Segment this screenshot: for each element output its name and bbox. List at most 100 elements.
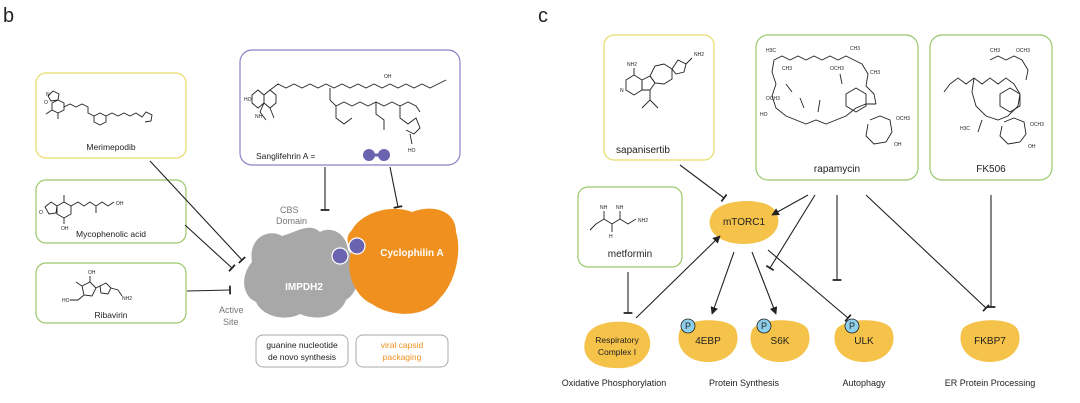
cyclophilin-protein bbox=[347, 208, 459, 314]
merimepodib-structure bbox=[45, 90, 153, 126]
mycophenolic-box: O OH OH Mycophenolic acid bbox=[35, 179, 187, 244]
sanglifehrin-label: Sanglifehrin A = bbox=[256, 151, 315, 161]
bound-drug-dot bbox=[331, 247, 349, 265]
sapanisertib-box: NH2 NH2 N sapanisertib bbox=[603, 34, 715, 161]
sanglifehrin-dot-right bbox=[378, 149, 390, 161]
atom-label: NH2 bbox=[694, 52, 704, 58]
phospho-4ebp: P bbox=[680, 318, 696, 334]
phospho-label: P bbox=[849, 321, 855, 331]
atom-label: CH3 bbox=[870, 70, 880, 76]
atom-label: HO bbox=[408, 148, 416, 154]
sanglifehrin-structure bbox=[251, 79, 447, 145]
inhibit-mycophenolic bbox=[184, 224, 236, 272]
inhibit-sapanisertib bbox=[679, 164, 728, 203]
atom-label: HO bbox=[62, 298, 70, 304]
atom-label: OCH3 bbox=[1030, 122, 1044, 128]
sanglifehrin-dot-left bbox=[363, 149, 375, 161]
atom-label: H3C bbox=[766, 48, 776, 54]
rapamycin-structure bbox=[771, 55, 893, 145]
atom-label: NH bbox=[616, 205, 624, 211]
phospho-ulk: P bbox=[844, 318, 860, 334]
guanine-label-2: de novo synthesis bbox=[268, 352, 336, 362]
inhibit-merimepodib bbox=[149, 160, 246, 264]
active-site-label-1: Active bbox=[219, 305, 244, 315]
arrow-complex-mtorc1 bbox=[635, 235, 721, 319]
arrow-mtorc1-s6k bbox=[751, 251, 778, 315]
active-site-label-2: Site bbox=[223, 317, 239, 327]
inhibit-rapamycin-ulk bbox=[765, 194, 816, 272]
panel-label-c: c bbox=[538, 5, 548, 27]
atom-label: OH bbox=[88, 270, 96, 276]
fkbp7-protein bbox=[960, 320, 1020, 362]
atom-label: OH bbox=[384, 74, 392, 80]
fk506-label: FK506 bbox=[976, 164, 1006, 175]
atom-label: O bbox=[44, 100, 48, 106]
respiratory-label-2: Complex I bbox=[598, 347, 636, 357]
atom-label: NH2 bbox=[627, 62, 637, 68]
panel-label-b: b bbox=[3, 5, 14, 27]
merimepodib-label: Merimepodib bbox=[86, 142, 135, 152]
merimepodib-box: N O Merimepodib bbox=[35, 72, 187, 159]
atom-label: NH2 bbox=[122, 296, 132, 302]
inhibit-cyclophilin bbox=[389, 166, 403, 209]
fk506-box: CH3 OCH3 H3C OCH3 OH FK506 bbox=[929, 34, 1053, 181]
cbs-label-2: Domain bbox=[276, 216, 307, 226]
cbs-label-1: CBS bbox=[280, 205, 299, 215]
inhibit-ribavirin bbox=[186, 285, 231, 295]
mycophenolic-structure bbox=[44, 195, 115, 224]
atom-label: NH2 bbox=[638, 218, 648, 224]
atom-label: NH bbox=[600, 205, 608, 211]
atom-label: CH3 bbox=[850, 46, 860, 52]
ulk-label: ULK bbox=[854, 336, 874, 347]
rapamycin-label: rapamycin bbox=[814, 164, 860, 175]
atom-label: OH bbox=[894, 142, 902, 148]
impdh2-label: IMPDH2 bbox=[285, 282, 323, 293]
phospho-s6k: P bbox=[756, 318, 772, 334]
process-oxidative: Oxidative Phosphorylation bbox=[562, 378, 667, 388]
respiratory-complex-protein bbox=[584, 321, 651, 369]
atom-label: CH3 bbox=[782, 66, 792, 72]
ribavirin-label: Ribavirin bbox=[94, 310, 127, 320]
atom-label: OCH3 bbox=[830, 66, 844, 72]
atom-label: HO bbox=[244, 97, 252, 103]
viral-label-1: viral capsid bbox=[381, 340, 424, 350]
rapamycin-box: H3C CH3 CH3 OCH3 CH3 OCH3 HO OCH3 OH rap… bbox=[755, 34, 919, 181]
fk506-structure bbox=[943, 55, 1029, 145]
cyclophilin-label: Cyclophilin A bbox=[380, 248, 444, 259]
arrow-mtorc1-4ebp bbox=[710, 251, 735, 315]
bound-drug-dot bbox=[348, 237, 366, 255]
atom-label: H3C bbox=[960, 126, 970, 132]
atom-label: OH bbox=[116, 201, 124, 207]
atom-label: NH bbox=[255, 114, 263, 120]
mycophenolic-label: Mycophenolic acid bbox=[76, 229, 146, 239]
sapanisertib-label: sapanisertib bbox=[616, 145, 670, 156]
atom-label: HO bbox=[760, 112, 768, 118]
mtorc1-protein bbox=[709, 200, 779, 244]
inhibit-mtorc1-ulk bbox=[767, 249, 852, 322]
atom-label: OCH3 bbox=[896, 116, 910, 122]
metformin-structure bbox=[589, 211, 637, 232]
fkbp7-label: FKBP7 bbox=[974, 336, 1006, 347]
atom-label: CH3 bbox=[990, 48, 1000, 54]
respiratory-label-1: Respiratory bbox=[595, 335, 639, 345]
mtorc1-label: mTORC1 bbox=[723, 217, 765, 228]
atom-label: O bbox=[39, 210, 43, 216]
atom-label: OH bbox=[61, 226, 69, 232]
process-er: ER Protein Processing bbox=[945, 378, 1036, 388]
4ebp-label: 4EBP bbox=[695, 336, 721, 347]
atom-label: OCH3 bbox=[766, 96, 780, 102]
phospho-label: P bbox=[761, 321, 767, 331]
inhibit-rapamycin-fkbp7 bbox=[865, 194, 990, 312]
atom-label: OH bbox=[1028, 144, 1036, 150]
process-protein-synthesis: Protein Synthesis bbox=[709, 378, 780, 388]
ribavirin-structure bbox=[70, 276, 123, 301]
process-autophagy: Autophagy bbox=[842, 378, 886, 388]
sanglifehrin-box: HO NH HO OH Sanglifehrin A = bbox=[239, 49, 461, 166]
viral-capsid-box bbox=[355, 334, 449, 368]
ribavirin-box: HO OH NH2 Ribavirin bbox=[35, 262, 187, 324]
atom-label: N bbox=[46, 92, 50, 98]
metformin-label: metformin bbox=[608, 249, 652, 260]
atom-label: N bbox=[620, 88, 624, 94]
